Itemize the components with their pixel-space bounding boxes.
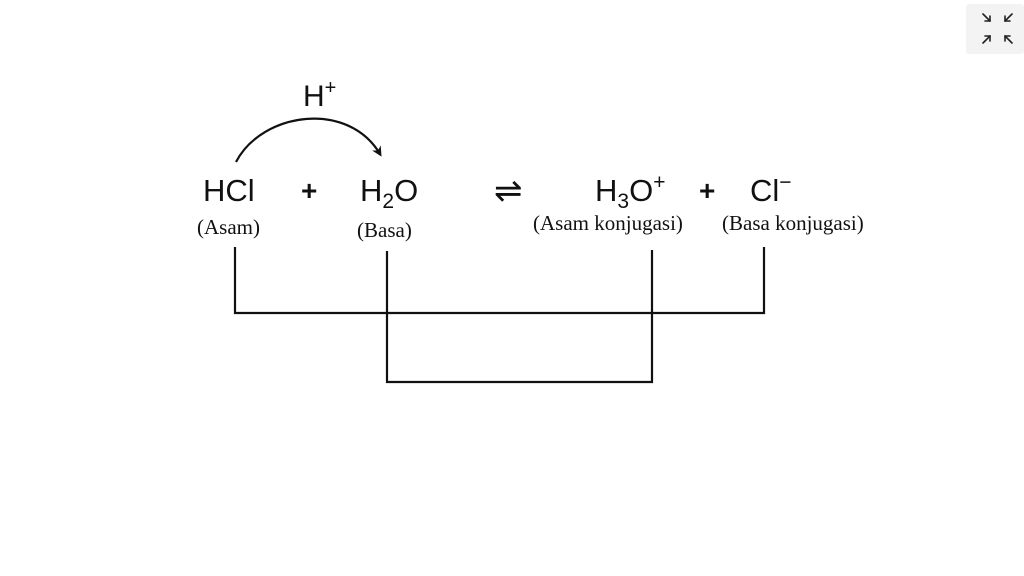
acid-label: (Asam): [197, 215, 260, 239]
chloride-text: Cl: [750, 173, 780, 208]
base-conjugate-acid-bracket: [385, 250, 654, 384]
hcl-formula: HCl: [203, 175, 255, 206]
hydronium-formula: H3O+: [595, 172, 665, 212]
water-h: H: [360, 173, 383, 208]
equilibrium-arrow: ⇌: [494, 172, 523, 210]
plus-sign-1: +: [301, 175, 318, 206]
hydronium-h: H: [595, 173, 618, 208]
base-label: (Basa): [357, 218, 412, 242]
water-subscript: 2: [382, 190, 395, 213]
hydronium-charge: +: [653, 171, 666, 194]
water-formula: H2O: [360, 173, 419, 212]
proton-symbol: H: [303, 80, 325, 113]
water-o: O: [394, 173, 419, 208]
collapse-fullscreen-icon: [982, 13, 1013, 44]
collapse-fullscreen-button[interactable]: [966, 4, 1024, 54]
acid-conjugate-base-bracket: [233, 247, 766, 315]
hydronium-subscript: 3: [617, 190, 630, 213]
proton-label: H+: [303, 78, 336, 113]
conjugate-acid-label: (Asam konjugasi): [533, 211, 683, 235]
proton-charge: +: [324, 77, 337, 99]
chloride-charge: −: [779, 171, 792, 194]
chloride-formula: Cl−: [750, 172, 792, 208]
proton-transfer-arrow: [235, 117, 382, 163]
plus-sign-2: +: [699, 175, 716, 206]
conjugate-base-label: (Basa konjugasi): [722, 211, 864, 235]
hydronium-o: O: [629, 173, 654, 208]
hcl-text: HCl: [203, 173, 255, 208]
